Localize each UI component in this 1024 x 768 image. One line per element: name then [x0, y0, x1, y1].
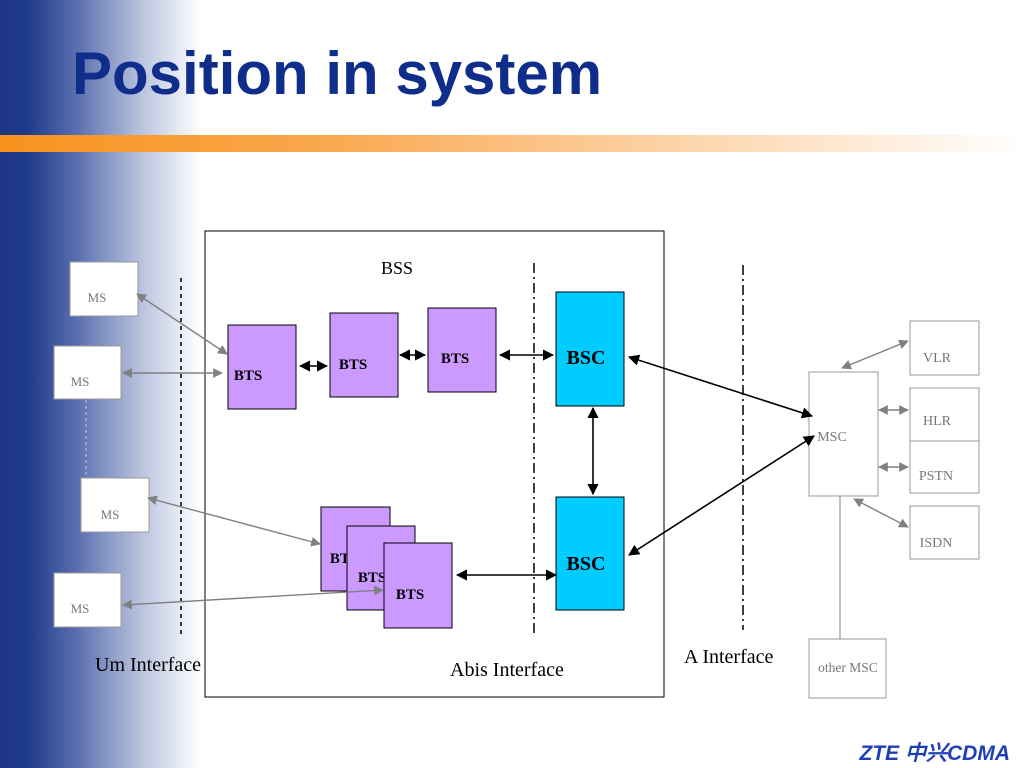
msc-box: MSC: [808, 371, 879, 497]
ms3-to-bts-link: [147, 495, 321, 547]
ms-box-1: MS: [69, 261, 139, 317]
a-interface-label: A Interface: [684, 646, 774, 668]
other-msc-box: other MSC: [808, 638, 887, 699]
hlr-box: HLR: [909, 387, 980, 443]
msc-to-isdn-link: [853, 498, 909, 528]
ms-box-2: MS: [53, 345, 122, 400]
ms-label: MS: [71, 601, 90, 616]
bsc-box-upper: BSC: [555, 291, 625, 407]
um-interface-label: Um Interface: [95, 654, 201, 676]
pstn-box: PSTN: [909, 440, 980, 494]
bsc-label: BSC: [567, 553, 606, 575]
bts-label: BTS: [234, 368, 262, 384]
bts-stack-front: BTS: [383, 542, 453, 629]
slide-title: Position in system: [72, 40, 603, 107]
footer-brand-product: 中兴CDMA: [905, 742, 1010, 765]
bts-label: BTS: [339, 357, 367, 373]
ms1-to-bts-link: [136, 293, 228, 355]
footer-brand-zte: ZTE: [859, 742, 900, 765]
bsc-lower-to-msc-link: [628, 435, 815, 556]
isdn-label: ISDN: [920, 536, 953, 551]
isdn-box: ISDN: [909, 505, 980, 560]
ms-box-4: MS: [53, 572, 122, 628]
bts-box-2: BTS: [329, 312, 399, 398]
bts-box-3: BTS: [427, 307, 497, 393]
ms-label: MS: [88, 290, 107, 305]
bsc-box-lower: BSC: [555, 496, 625, 611]
ms-box-3: MS: [80, 477, 150, 533]
vlr-box: VLR: [909, 320, 980, 376]
pstn-label: PSTN: [919, 469, 953, 484]
title-accent-bar: [0, 135, 1024, 152]
bts-box-1: BTS: [227, 324, 297, 410]
footer-brand: ZTE 中兴CDMA: [859, 737, 1010, 767]
bts-label: BTS: [396, 587, 424, 603]
bsc-upper-to-msc-link: [627, 354, 814, 419]
msc-label: MSC: [817, 430, 847, 445]
ms-label: MS: [101, 507, 120, 522]
bss-label: BSS: [381, 258, 413, 278]
vlr-label: VLR: [923, 351, 952, 366]
bts-label: BTS: [358, 570, 386, 586]
abis-interface-label: Abis Interface: [450, 659, 564, 681]
msc-to-vlr-link: [841, 339, 909, 370]
ms4-to-bts-link: [122, 585, 384, 610]
other-msc-label: other MSC: [818, 660, 878, 675]
hlr-label: HLR: [923, 414, 952, 429]
bsc-label: BSC: [567, 347, 606, 369]
bts-label: BTS: [441, 351, 469, 367]
ms-label: MS: [71, 374, 90, 389]
